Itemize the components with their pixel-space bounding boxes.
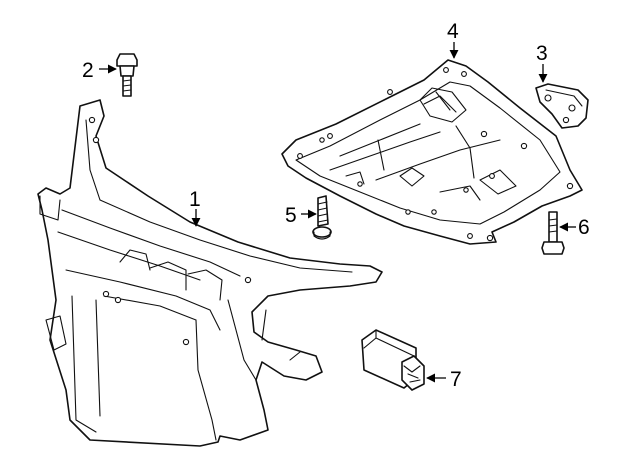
callout-7: 7: [426, 368, 462, 391]
callout-number: 2: [82, 59, 94, 82]
callout-6: 6: [559, 216, 590, 239]
bolt-part-2[interactable]: [116, 53, 138, 97]
callout-3: 3: [536, 42, 548, 83]
callout-number: 5: [285, 204, 297, 227]
callout-2: 2: [82, 59, 117, 82]
bolt-part-6[interactable]: [541, 211, 565, 255]
callout-1: 1: [189, 188, 201, 227]
callout-number: 4: [447, 20, 459, 43]
callout-number: 3: [536, 42, 548, 65]
splash-shield[interactable]: [281, 59, 583, 245]
screw-part-5[interactable]: [312, 195, 332, 240]
radiator-support[interactable]: [37, 99, 383, 447]
bracket-part-3[interactable]: [535, 83, 589, 129]
callout-4: 4: [447, 20, 459, 59]
callout-5: 5: [285, 204, 317, 227]
callout-number: 6: [578, 216, 590, 239]
callout-number: 1: [189, 188, 201, 211]
callout-number: 7: [450, 368, 462, 391]
relay-module-part-7[interactable]: [361, 329, 425, 391]
